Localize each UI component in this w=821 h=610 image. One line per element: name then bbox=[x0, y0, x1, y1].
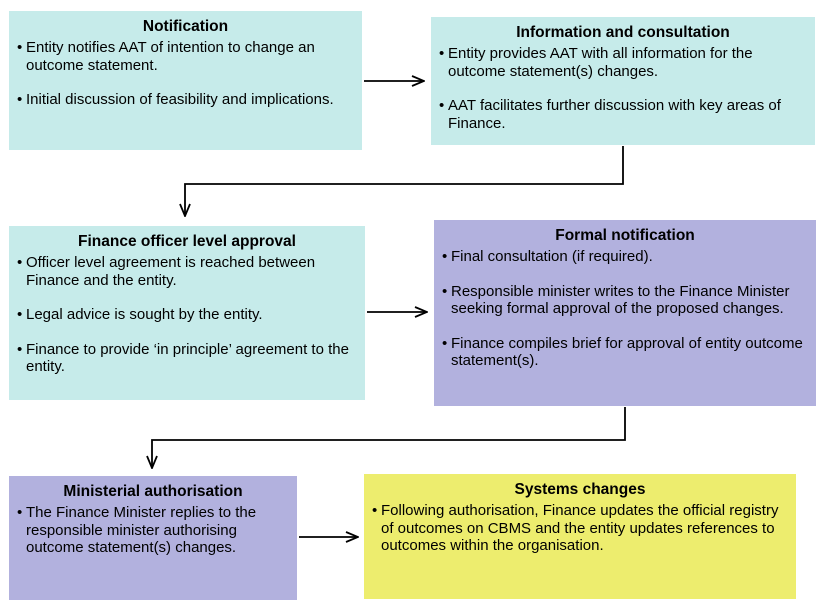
systems-changes-title: Systems changes bbox=[514, 481, 646, 498]
arrow-information-to-officer-approval bbox=[185, 146, 624, 216]
information-consultation-bullet-2: AAT facilitates further discussion with … bbox=[439, 97, 807, 132]
notification-bullets: Entity notifies AAT of intention to chan… bbox=[17, 39, 354, 109]
information-consultation-bullets: Entity provides AAT with all information… bbox=[439, 45, 807, 132]
notification-bullet-2: Initial discussion of feasibility and im… bbox=[17, 91, 354, 109]
formal-notification-title: Formal notification bbox=[555, 227, 695, 244]
finance-officer-approval-box: Finance officer level approval Officer l… bbox=[9, 226, 365, 400]
ministerial-authorisation-title: Ministerial authorisation bbox=[63, 483, 243, 500]
finance-officer-approval-bullets: Officer level agreement is reached betwe… bbox=[17, 254, 357, 376]
systems-changes-bullet-1: Following authorisation, Finance updates… bbox=[372, 502, 788, 555]
formal-notification-box: Formal notification Final consultation (… bbox=[434, 220, 816, 406]
formal-notification-bullet-1: Final consultation (if required). bbox=[442, 248, 808, 266]
ministerial-authorisation-bullet-1: The Finance Minister replies to the resp… bbox=[17, 504, 289, 557]
information-consultation-box: Information and consultation Entity prov… bbox=[431, 17, 815, 145]
information-consultation-bullet-1: Entity provides AAT with all information… bbox=[439, 45, 807, 80]
notification-box: Notification Entity notifies AAT of inte… bbox=[9, 11, 362, 150]
notification-bullet-1: Entity notifies AAT of intention to chan… bbox=[17, 39, 354, 74]
formal-notification-bullet-2: Responsible minister writes to the Finan… bbox=[442, 283, 808, 318]
finance-officer-approval-bullet-1: Officer level agreement is reached betwe… bbox=[17, 254, 357, 289]
information-consultation-title: Information and consultation bbox=[516, 24, 730, 41]
finance-officer-approval-bullet-2: Legal advice is sought by the entity. bbox=[17, 306, 357, 324]
ministerial-authorisation-box: Ministerial authorisation The Finance Mi… bbox=[9, 476, 297, 600]
systems-changes-bullets: Following authorisation, Finance updates… bbox=[372, 502, 788, 555]
ministerial-authorisation-bullets: The Finance Minister replies to the resp… bbox=[17, 504, 289, 557]
formal-notification-bullets: Final consultation (if required). Respon… bbox=[442, 248, 808, 370]
formal-notification-bullet-3: Finance compiles brief for approval of e… bbox=[442, 335, 808, 370]
arrow-formal-notification-to-ministerial bbox=[152, 407, 626, 468]
finance-officer-approval-bullet-3: Finance to provide ‘in principle’ agreem… bbox=[17, 341, 357, 376]
notification-title: Notification bbox=[142, 18, 229, 35]
systems-changes-box: Systems changes Following authorisation,… bbox=[364, 474, 796, 599]
finance-officer-approval-title: Finance officer level approval bbox=[78, 233, 296, 250]
